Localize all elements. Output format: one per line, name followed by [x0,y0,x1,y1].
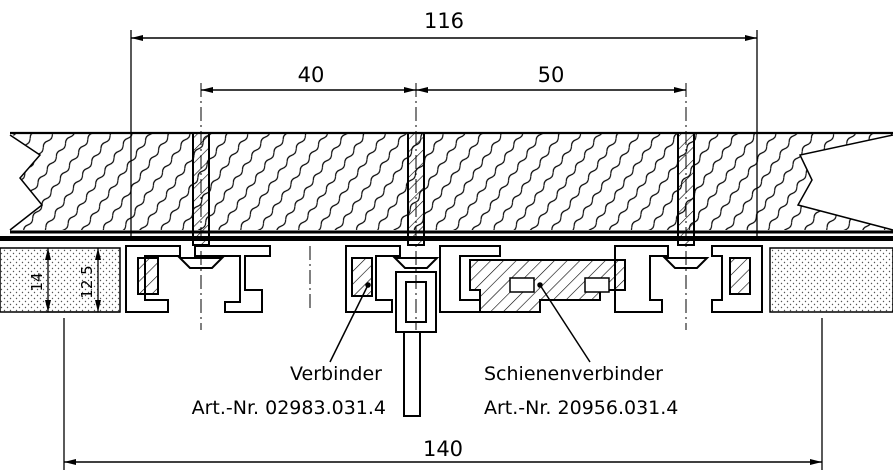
dimension-50-label: 50 [538,63,565,87]
dimension-vertical [40,248,120,313]
rail-connector-block [469,259,626,313]
dimension-140 [63,318,823,470]
dimension-116 [130,30,758,240]
wood-board [9,131,893,234]
schienenverbinder-article-number: Art.-Nr. 20956.031.4 [484,397,678,419]
dimension-140-label: 140 [423,437,463,461]
verbinder-article-number: Art.-Nr. 02983.031.4 [192,397,386,419]
dimension-14-label: 14 [28,272,46,291]
base-plate [0,236,893,241]
leader-lines [329,282,591,363]
rail-profile-right [614,245,763,313]
schienenverbinder-label: Schienenverbinder [484,363,663,385]
centre-lines [200,83,687,330]
connector-bolt [395,271,437,417]
dimension-116-label: 116 [424,9,464,33]
rail-profile-left [125,245,271,313]
verbinder-label: Verbinder [290,363,382,385]
dimension-12-5-label: 12.5 [78,265,96,298]
insulation-right [769,247,893,313]
dimension-40-label: 40 [298,63,325,87]
insulation-left [0,247,121,313]
